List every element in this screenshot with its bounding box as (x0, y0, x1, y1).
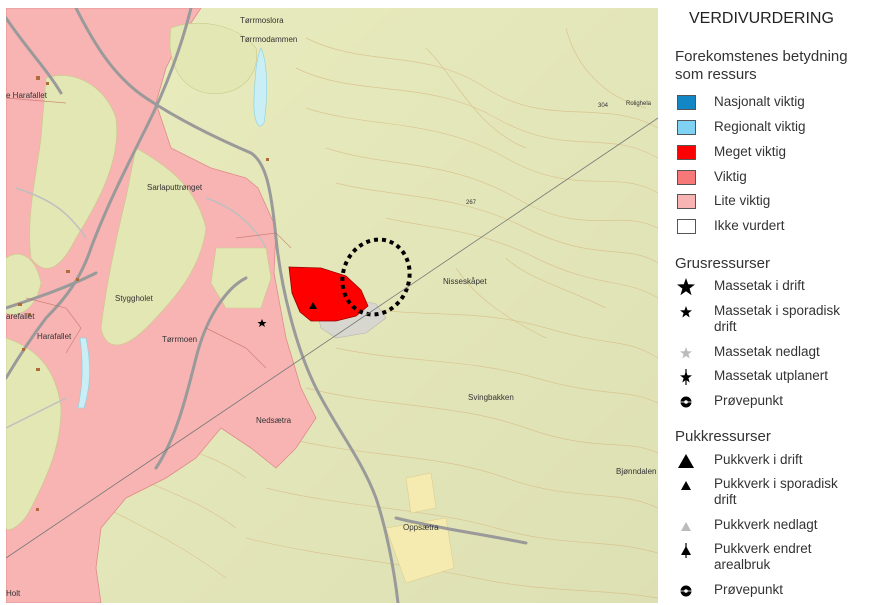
place-label: Rolighela (626, 101, 652, 107)
place-label: e Harafallet (6, 91, 47, 100)
legend-item-nasjonalt: Nasjonalt viktig (677, 94, 896, 114)
place-label: Tørrmoslora (240, 16, 284, 25)
legend-item-pukkverk-drift: Pukkverk i drift (677, 452, 896, 472)
place-label: Sarlaputtrønget (147, 183, 203, 192)
water (77, 47, 267, 409)
legend-swatch (677, 170, 696, 185)
legend-item-label: Ikke vurdert (714, 218, 785, 233)
legend-item-label: Pukkverk endret (714, 541, 812, 556)
red-zone (288, 266, 369, 322)
height-label: 304 (598, 103, 609, 109)
place-label: Bjønndalen (616, 467, 657, 476)
place-label: Oppsætra (403, 523, 439, 532)
triangle-marker (309, 302, 317, 309)
legend-item-label: Viktig (714, 169, 747, 184)
legend-title: VERDIVURDERING (689, 10, 834, 27)
triangle-crossed-icon (677, 541, 695, 559)
legend-item-pukkverk-nedlagt: Pukkverk nedlagt (677, 517, 896, 537)
legend-item-pukk-provepunkt: Prøvepunkt (677, 582, 896, 602)
legend-item-label: Pukkverk i sporadisk (714, 476, 838, 491)
triangle-grey-icon (677, 517, 695, 535)
roads (6, 8, 528, 603)
legend-item-regionalt: Regionalt viktig (677, 119, 896, 139)
legend-item-pukkverk-sporadisk: Pukkverk i sporadisk drift (677, 476, 896, 512)
legend-item-label: drift (714, 492, 737, 507)
star-marker (257, 319, 267, 327)
legend-item-label: Massetak utplanert (714, 368, 829, 383)
star-black-icon (677, 303, 695, 321)
buildings (18, 76, 269, 511)
legend-item-label: drift (714, 319, 737, 334)
power-line (6, 117, 658, 559)
legend-item-label: Meget viktig (714, 144, 787, 159)
legend-item-label: Massetak nedlagt (714, 344, 820, 359)
sample-point-icon (677, 582, 695, 600)
star-crossed-icon (677, 368, 695, 386)
legend-swatch (677, 145, 696, 160)
legend-item-label: Nasjonalt viktig (714, 94, 805, 109)
minor-roads (6, 187, 267, 429)
legend-item-massetak-nedlagt: Massetak nedlagt (677, 344, 896, 364)
legend-item-label: Prøvepunkt (714, 393, 784, 408)
legend-item-label: Pukkverk nedlagt (714, 517, 818, 532)
map-view[interactable]: Tørrmoslora Tørrmodammen e Harafallet Ro… (6, 8, 658, 603)
legend-item-label: Pukkverk i drift (714, 452, 803, 467)
place-label: Harafallet (37, 332, 72, 341)
legend-swatch (677, 95, 696, 110)
map-canvas (6, 8, 658, 603)
legend-item-label: Lite viktig (714, 193, 771, 208)
legend-item-ikke: Ikke vurdert (677, 218, 896, 238)
legend-item-viktig: Viktig (677, 169, 896, 189)
place-label: Holt (6, 589, 21, 598)
place-label: Styggholet (115, 294, 153, 303)
legend-item-massetak-drift: Massetak i drift (677, 278, 896, 298)
fields (385, 472, 455, 584)
legend-item-massetak-utplanert: Massetak utplanert (677, 368, 896, 388)
legend-subtitle: som ressurs (675, 66, 757, 83)
legend-item-label: Regionalt viktig (714, 119, 806, 134)
place-label: Tørrmodammen (240, 35, 298, 44)
property-lines (6, 97, 292, 369)
legend-item-grus-provepunkt: Prøvepunkt (677, 393, 896, 413)
height-label: 267 (466, 200, 477, 206)
forest-patches (6, 22, 272, 531)
legend-item-label: Massetak i drift (714, 278, 805, 293)
legend-swatch (677, 194, 696, 209)
star-grey-icon (677, 344, 695, 362)
legend-item-meget: Meget viktig (677, 144, 896, 164)
triangle-large-black-icon (677, 452, 695, 470)
star-large-black-icon (677, 278, 695, 296)
place-label: Svingbakken (468, 393, 514, 402)
sample-point-icon (677, 393, 695, 411)
legend-item-label: Prøvepunkt (714, 582, 784, 597)
legend-heading-pukk: Pukkressurser (675, 428, 771, 445)
legend-item-pukkverk-endret: Pukkverk endret arealbruk (677, 541, 896, 577)
dotted-circle (340, 237, 412, 317)
legend-panel: VERDIVURDERING Forekomstenes betydning s… (667, 8, 896, 605)
legend-swatch (677, 120, 696, 135)
legend-subtitle: Forekomstenes betydning (675, 48, 848, 65)
contour-lines (105, 27, 658, 599)
place-label: Tørrmoen (162, 335, 198, 344)
triangle-black-icon (677, 476, 695, 494)
legend-heading-grus: Grusressurser (675, 255, 771, 272)
legend-item-label: arealbruk (714, 557, 771, 572)
place-label: Nisseskåpet (443, 277, 487, 286)
place-label: Nedsætra (256, 416, 292, 425)
place-label: arefallet (6, 312, 35, 321)
legend-item-massetak-sporadisk: Massetak i sporadisk drift (677, 303, 896, 339)
legend-swatch (677, 219, 696, 234)
legend-item-label: Massetak i sporadisk (714, 303, 841, 318)
legend-item-lite: Lite viktig (677, 193, 896, 213)
